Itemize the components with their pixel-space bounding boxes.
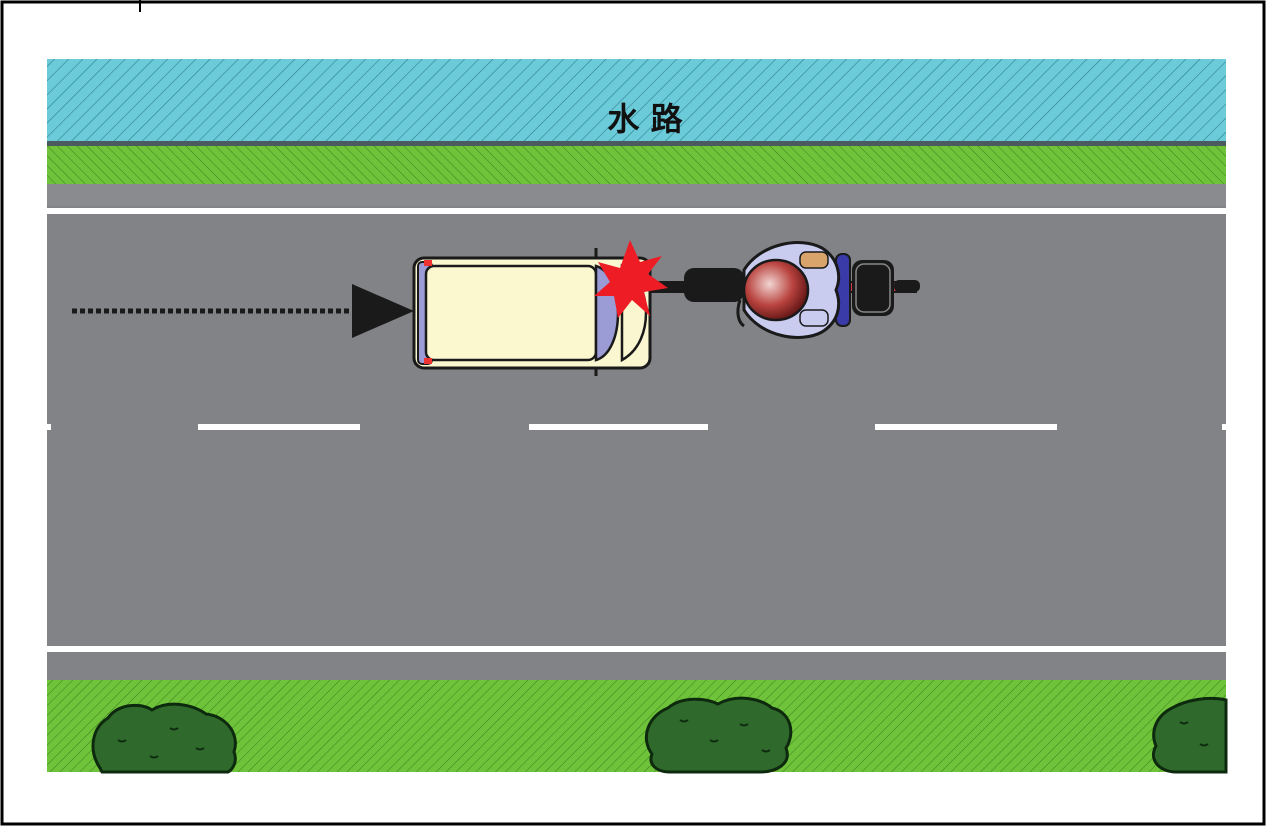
grass-strip-top xyxy=(47,146,1226,184)
waterway: 水 路 xyxy=(47,59,1226,146)
road-edge-line-top xyxy=(47,208,1226,214)
road-edge-line-bottom xyxy=(47,646,1226,652)
bush-icon xyxy=(93,704,235,772)
bush-icon xyxy=(646,698,790,772)
waterway-label: 水 路 xyxy=(607,100,683,138)
center-lane-dashes xyxy=(47,424,1226,430)
